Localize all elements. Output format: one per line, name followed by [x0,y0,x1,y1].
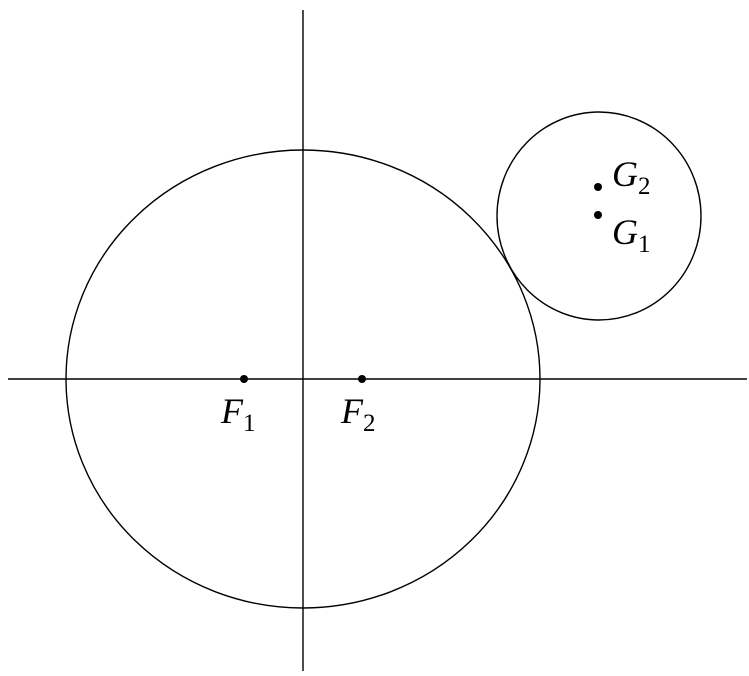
point-f1 [240,375,248,383]
point-g1 [594,211,602,219]
point-g2 [594,183,602,191]
label-g2: G2 [612,154,651,200]
label-f1: F1 [220,391,256,437]
ellipse-f [65,149,541,609]
label-f2: F2 [340,391,376,437]
point-f2 [358,375,366,383]
ellipse-g [496,111,702,321]
label-g1: G1 [612,212,651,258]
